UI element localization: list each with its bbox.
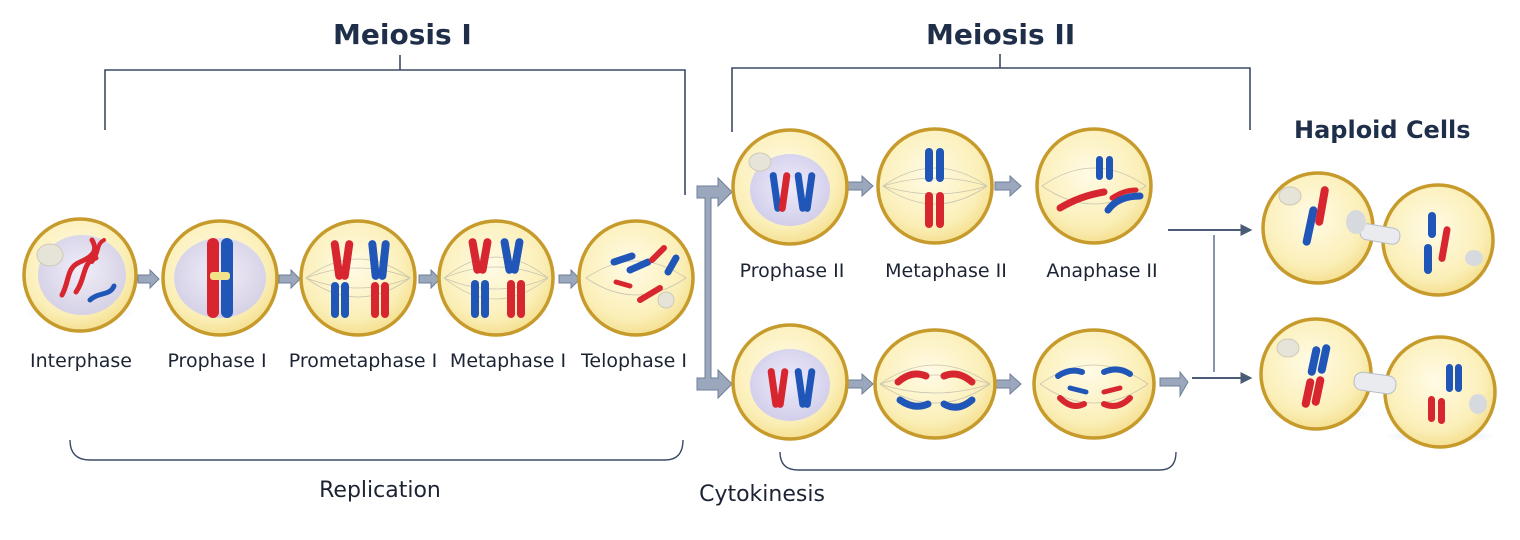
cell-telophase1 bbox=[577, 219, 695, 337]
haploid-cells-bottom bbox=[1259, 317, 1497, 449]
arrow-telophase1-split bbox=[696, 176, 733, 400]
arrow-prophase2-metaphase2 bbox=[847, 174, 874, 198]
arrow-bottom-3 bbox=[1159, 370, 1189, 398]
label-cytokinesis: Cytokinesis bbox=[699, 482, 825, 507]
cell-metaphase1 bbox=[437, 219, 555, 337]
chromatin-red-3 bbox=[90, 238, 106, 264]
stage-arrows bbox=[137, 174, 1189, 400]
cell-prometaphase1 bbox=[299, 219, 417, 337]
haploid-arrows bbox=[1168, 224, 1253, 384]
haploid-cells-top bbox=[1261, 171, 1495, 297]
meiosis1-bracket bbox=[104, 55, 686, 195]
cell-anaphase2 bbox=[1035, 127, 1153, 245]
cell-prophase2 bbox=[731, 128, 849, 246]
label-replication: Replication bbox=[319, 478, 441, 503]
cell-bottom-prophase bbox=[731, 323, 849, 441]
label-prophase2: Prophase II bbox=[739, 260, 845, 282]
replication-bracket bbox=[69, 439, 684, 461]
arrow-prophase1-prometaphase1 bbox=[278, 268, 301, 290]
cell-bottom-anaphase bbox=[1032, 328, 1156, 440]
label-telophase1: Telophase I bbox=[581, 350, 687, 372]
arrow-interphase-prophase1 bbox=[137, 268, 160, 290]
cell-bottom-metaphase bbox=[873, 328, 997, 440]
chromatin-red bbox=[59, 237, 98, 298]
arrow-bottom-1 bbox=[847, 372, 874, 396]
label-prometaphase1: Prometaphase I bbox=[288, 350, 438, 372]
arrow-prometaphase1-metaphase1 bbox=[418, 268, 441, 290]
label-metaphase1: Metaphase I bbox=[449, 350, 567, 372]
meiosis2-bracket bbox=[731, 54, 1251, 132]
arrow-metaphase1-telophase1 bbox=[558, 268, 581, 290]
cell-interphase bbox=[22, 217, 138, 333]
label-prophase1: Prophase I bbox=[167, 350, 267, 372]
label-anaphase2: Anaphase II bbox=[1046, 260, 1158, 282]
arrow-bottom-2 bbox=[994, 372, 1022, 396]
chromatin-blue bbox=[87, 283, 117, 303]
cell-prophase1 bbox=[161, 219, 279, 337]
cytokinesis-bracket bbox=[779, 451, 1177, 471]
haploid-cells-title: Haploid Cells bbox=[1294, 116, 1471, 144]
label-metaphase2: Metaphase II bbox=[885, 260, 1007, 282]
cell-metaphase2 bbox=[876, 127, 994, 245]
meiosis1-title: Meiosis I bbox=[333, 18, 472, 51]
meiosis2-title: Meiosis II bbox=[926, 18, 1076, 51]
arrow-metaphase2-anaphase2 bbox=[994, 174, 1022, 198]
label-interphase: Interphase bbox=[30, 350, 132, 372]
